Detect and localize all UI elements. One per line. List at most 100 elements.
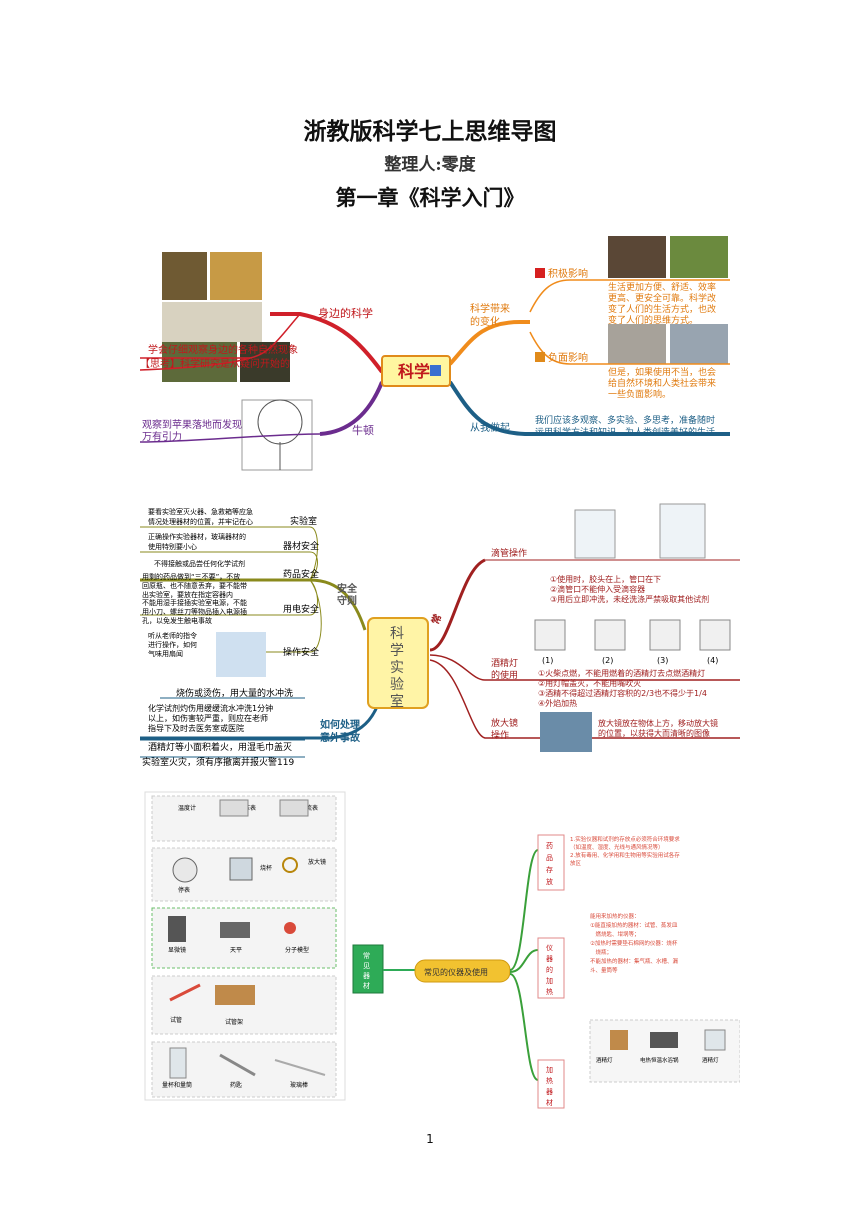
card-ammeter: 电流表	[300, 804, 318, 812]
newton-line-1: 观察到苹果落地而发现	[142, 418, 242, 431]
common-char-4: 材	[363, 981, 370, 990]
accident-label-1: 如何处理	[320, 718, 360, 731]
heatdev-char-2: 热	[546, 1076, 553, 1085]
heatdev-2: 电热恒温水浴锅	[640, 1056, 679, 1064]
photo-plant	[162, 252, 207, 300]
beaker-icon	[229, 857, 253, 881]
dropper-text-1: ①使用时，胶头在上，管口在下	[550, 574, 661, 584]
accident-label-2: 意外事故	[320, 731, 361, 744]
dropper-text-2: ②滴管口不能伸入受滴容器	[550, 584, 645, 594]
card-thermometer: 温度计	[178, 804, 196, 812]
photo-chicks	[210, 252, 262, 300]
lamp-illustration-2	[594, 619, 626, 651]
microscope-icon	[168, 916, 186, 942]
drug-item: 药品安全	[283, 568, 319, 580]
equip-text-1: 正确操作实验器材，玻璃器材的	[148, 532, 246, 541]
card-tweezers: 药匙	[230, 1081, 242, 1089]
lab-center-char-4: 验	[390, 677, 404, 693]
mag-text-1: 放大镜放在物体上方，移动放大镜	[598, 718, 718, 728]
cylinder-icon	[169, 1047, 187, 1079]
mag-label-2: 操作	[491, 729, 509, 741]
positive-text-4: 变了人们的思维方式。	[608, 314, 698, 326]
observe-text: 学会仔细观察身边的各种自然现象	[148, 343, 298, 356]
glass-rod-icon	[274, 1059, 326, 1076]
heat-box-char-4: 加	[546, 976, 553, 985]
tube-rack-icon	[215, 985, 255, 1005]
lamp-text-1: ①火柴点燃，不能用燃着的酒精灯去点燃酒精灯	[538, 668, 705, 678]
lab-center-char-1: 科	[390, 626, 404, 642]
photo-mushroom	[240, 342, 290, 382]
center-node	[381, 355, 451, 387]
op-text-3: 气味用扇闻	[148, 649, 183, 658]
test-tube-icon	[169, 983, 201, 1002]
heating-box	[537, 937, 565, 999]
drug-box-char-2: 品	[546, 854, 553, 862]
newton-line-2: 万有引力	[142, 430, 182, 443]
dropper-label: 滴管操作	[491, 547, 527, 559]
heat-box-char-3: 的	[546, 965, 553, 974]
lab-item: 实验室	[290, 515, 317, 527]
elec-item: 用电安全	[283, 603, 319, 615]
lamp-num-2: (2)	[602, 656, 613, 665]
card-microscope: 显微镜	[168, 946, 186, 954]
op-item: 操作安全	[283, 646, 319, 658]
lab-center-char-5: 室	[390, 693, 404, 710]
positive-text-2: 更高、更安全可靠。科学改	[608, 292, 716, 304]
drug-text-2: 用剩的药品做到“三不要”，不放	[142, 572, 240, 581]
positive-text-3: 变了人们的生活方式，也改	[608, 303, 716, 315]
heat-text-7: 斗、量筒等	[590, 966, 618, 974]
photo-caterpillar	[162, 342, 237, 382]
drug-box-char-4: 放	[546, 877, 553, 886]
card-beaker: 烧杯	[260, 864, 272, 872]
elec-text-2: 用小刀、螺丝刀等物品插入电源插	[142, 607, 247, 616]
chapter-heading: 第一章《科学入门》	[335, 185, 525, 210]
mag-label-1: 放大镜	[491, 717, 518, 729]
photo-farmer	[670, 236, 728, 278]
balance-icon	[220, 922, 250, 938]
drug-box-char-3: 存	[546, 865, 553, 874]
dropper-illustration-1	[574, 509, 616, 559]
heat-text-4: ②加热时需要垫石棉网的仪器：烧杯	[590, 939, 678, 947]
common-char-3: 器	[363, 972, 370, 980]
drug-store-text-3: 2.放有毒用、化学用和生物用等实验用试各存	[570, 851, 680, 859]
accident-2-line-2: 以上，如伤害较严重，则应在老师	[148, 713, 268, 723]
lamp-illustration-4	[699, 619, 731, 651]
voltmeter-icon	[219, 799, 249, 817]
heat-text-1: 能用来加热的仪器：	[590, 912, 640, 920]
negative-text-2: 给自然环境和人类社会带来	[608, 377, 716, 389]
drug-storage-box	[537, 834, 565, 891]
mag-text-2: 的位置，以获得大而清晰的图像	[598, 728, 710, 738]
molecule-icon	[284, 922, 296, 934]
card-model: 分子模型	[285, 946, 309, 954]
photo-litter	[608, 324, 666, 364]
accident-3: 酒精灯等小面积着火，用湿毛巾盖灭	[148, 741, 292, 753]
student-illustration	[216, 632, 266, 677]
heatdev-char-3: 器	[546, 1088, 553, 1096]
instruments-center-label: 常见的仪器及使用	[424, 967, 488, 977]
heating-device-box	[537, 1059, 565, 1109]
heat-text-3: 燃烧匙、坩埚等；	[590, 930, 640, 938]
lab-text-1: 要看实验室灭火器、急救箱等应急	[148, 507, 253, 516]
accident-2-line-1: 化学试剂灼伤用缓缓流水冲洗1分钟	[148, 703, 273, 713]
heat-text-6: 不能加热的器材：集气瓶、水槽、漏	[590, 957, 679, 965]
heat-text-2: ①能直接加热的器材：试管、蒸发皿	[590, 921, 678, 929]
heat-box-char-1: 仪	[546, 944, 553, 952]
branch-around-science: 身边的科学	[318, 306, 373, 320]
card-cylinder: 量杯和量筒	[162, 1081, 192, 1089]
water-bath-icon	[650, 1032, 678, 1048]
lamp-num-3: (3)	[657, 656, 668, 665]
lamp-num-1: (1)	[542, 656, 553, 665]
card-rack: 试管架	[225, 1018, 243, 1026]
lamp-label-2: 的使用	[491, 669, 518, 681]
magnifier-icon	[282, 857, 298, 873]
organizer-line: 整理人:零度	[384, 155, 476, 175]
safety-label-1: 安全	[337, 582, 358, 595]
heatdev-char-1: 加	[546, 1065, 553, 1074]
lab-text-2: 情况处理器材的位置，并牢记在心	[148, 517, 253, 526]
branch-change-1: 科学带来	[470, 302, 510, 315]
branch-from-me: 从我做起	[470, 421, 510, 434]
drug-text-1: 不得接触或品尝任何化学试剂	[154, 559, 245, 568]
dropper-text-3: ③用后立即冲洗，未经洗涤严禁吸取其他试剂	[550, 594, 709, 604]
card-timer: 停表	[178, 886, 190, 894]
op-text-2: 进行操作，如何	[148, 640, 197, 649]
